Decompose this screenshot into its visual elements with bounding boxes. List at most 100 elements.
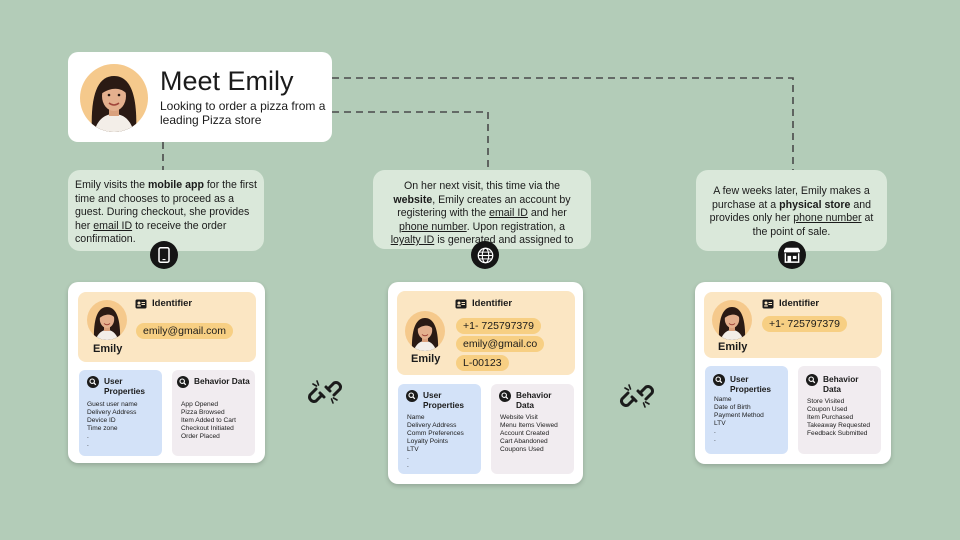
profile-card-app: Emily Identifier emily@gmail.com User Pr…	[68, 282, 265, 463]
profile-name: Emily	[718, 341, 748, 353]
step-app-description: Emily visits the mobile app for the firs…	[68, 170, 264, 251]
story-text-segment: phone number	[398, 220, 467, 233]
story-text-segment: , Emily creates an account by registerin…	[397, 193, 571, 220]
user-property-item: .	[714, 428, 716, 435]
story-text-segment: loyalty ID	[390, 234, 435, 246]
broken-link-icon	[306, 373, 344, 411]
intro-title: Meet Emily	[160, 66, 294, 96]
user-property-item: Time zone	[87, 425, 118, 432]
user-property-item: Delivery Address	[87, 409, 137, 416]
intro-card: Meet Emily Looking to order a pizza from…	[68, 52, 332, 142]
connector-to-store-step	[332, 77, 794, 170]
behavior-data-title: Behavior Data	[516, 390, 552, 410]
magnifier-icon	[177, 376, 189, 388]
profile-name: Emily	[411, 353, 441, 365]
mobile-phone-icon	[150, 241, 178, 269]
story-text-segment: website	[393, 193, 433, 206]
identifier-label: Identifier	[152, 298, 193, 309]
identifier-phone: +1- 725797379	[762, 316, 847, 332]
magnifier-icon	[806, 374, 818, 386]
identifier-email: emily@gmail.co	[456, 336, 545, 352]
identifier-panel: Emily Identifier +1- 725797379	[704, 292, 882, 358]
magnifier-icon	[406, 390, 418, 402]
story-text-segment: is generated and assigned to	[434, 234, 574, 246]
behavior-item: Checkout Initiated	[181, 425, 234, 432]
magnifier-icon	[87, 376, 99, 388]
story-text-segment: and provides only her	[709, 198, 871, 225]
story-text-segment: to receive the order confirmation.	[75, 219, 227, 246]
connector-to-website-step	[332, 111, 489, 170]
behavior-item: Store Visited	[807, 398, 845, 405]
story-text-segment: physical store	[779, 198, 851, 211]
behavior-item: App Opened	[181, 401, 219, 408]
identifier-panel: Emily Identifier emily@gmail.com	[78, 292, 256, 362]
step-website-description: On her next visit, this time via the web…	[373, 170, 591, 249]
profile-name: Emily	[93, 343, 123, 355]
behavior-item: Item Purchased	[807, 414, 854, 421]
store-icon	[778, 241, 806, 269]
broken-link-icon	[618, 377, 656, 415]
identifier-email: emily@gmail.com	[136, 323, 234, 339]
behavior-item: Item Added to Cart	[181, 417, 236, 424]
magnifier-icon	[713, 374, 725, 386]
identifier-label: Identifier	[779, 298, 820, 309]
identifier-loyalty-id: L-00123	[456, 355, 509, 371]
identifier-panel: Emily Identifier +1- 725797379 emily@gma…	[397, 291, 575, 375]
intro-subtitle: Looking to order a pizza from a leading …	[160, 99, 326, 127]
behavior-item: Cart Abandoned	[500, 438, 548, 445]
user-property-item: .	[87, 433, 89, 440]
id-card-icon	[135, 299, 147, 308]
user-property-item: LTV	[714, 420, 726, 427]
user-property-item: Comm Preferences	[407, 430, 464, 437]
story-text-segment: at the point of sale.	[752, 212, 874, 238]
user-property-item: Guest user name	[87, 401, 138, 408]
behavior-item: Takeaway Requested	[807, 422, 871, 429]
behavior-item: Account Created	[500, 430, 550, 437]
story-text-segment: email ID	[489, 207, 528, 219]
user-property-item: .	[407, 454, 409, 461]
id-card-icon	[455, 299, 467, 308]
magnifier-icon	[499, 390, 511, 402]
emily-avatar	[405, 311, 445, 351]
identifier-heading: Identifier	[455, 298, 512, 309]
user-property-item: Delivery Address	[407, 422, 457, 429]
user-property-item: Name	[714, 396, 732, 403]
story-text-segment: On her next visit, this time via the	[403, 180, 561, 192]
profile-card-website: Emily Identifier +1- 725797379 emily@gma…	[388, 282, 583, 484]
story-text-segment: for the first time and chooses to procee…	[75, 179, 257, 232]
behavior-item: Menu Items Viewed	[500, 422, 558, 429]
user-property-item: .	[407, 462, 409, 469]
story-text-segment: . Upon registration, a	[466, 220, 566, 233]
step-store-description: A few weeks later, Emily makes a purchas…	[696, 170, 887, 251]
user-property-item: Payment Method	[714, 412, 764, 419]
user-properties-title: User Properties	[730, 374, 772, 394]
user-property-item: Name	[407, 414, 425, 421]
user-property-item: .	[714, 436, 716, 443]
behavior-item: Website Visit	[500, 414, 538, 421]
user-property-item: .	[87, 441, 89, 448]
identifier-heading: Identifier	[135, 298, 192, 309]
behavior-data-title: Behavior Data	[823, 374, 859, 394]
user-properties-title: User Properties	[423, 390, 465, 410]
identifier-phone: +1- 725797379	[456, 318, 541, 334]
story-text-segment: Emily visits the	[75, 179, 148, 191]
behavior-item: Coupon Used	[807, 406, 848, 413]
story-text-segment: mobile app	[148, 179, 204, 191]
emily-avatar	[712, 300, 752, 340]
story-text-segment: email ID	[93, 219, 133, 232]
user-property-item: Device ID	[87, 417, 116, 424]
emily-avatar	[87, 300, 127, 340]
user-property-item: Loyalty Points	[407, 438, 449, 445]
identifier-label: Identifier	[472, 298, 513, 309]
